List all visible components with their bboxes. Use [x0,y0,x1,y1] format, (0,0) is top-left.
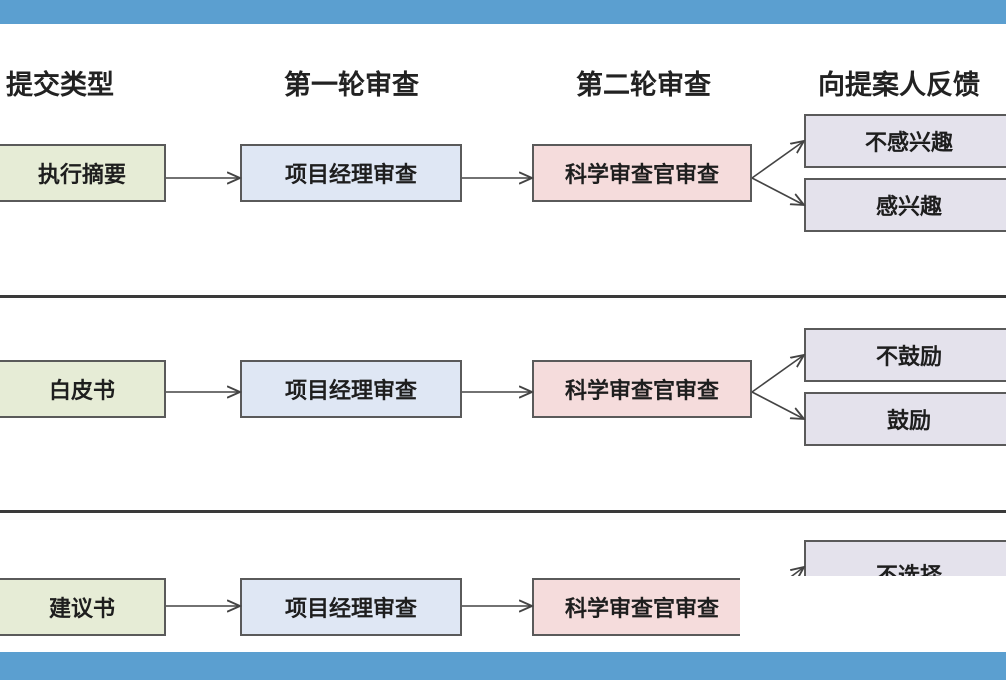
bottom-band [0,652,1006,680]
second-review-box-3: 科学审查官审查 [532,578,752,636]
submission-box-white-paper: 白皮书 [0,360,166,418]
outcome-box-interested: 感兴趣 [804,178,1006,232]
top-band [0,0,1006,24]
header-feedback: 向提案人反馈 [818,70,980,101]
arrow-r1-down [751,177,804,205]
arrow-r2-up [751,355,804,393]
outcome-box-not-encouraged: 不鼓励 [804,328,1006,382]
header-submission-type: 提交类型 [6,70,114,101]
arrow-r1-up [751,141,804,179]
first-review-box-3: 项目经理审查 [240,578,462,636]
outcome-box-not-interested: 不感兴趣 [804,114,1006,168]
submission-box-executive-summary: 执行摘要 [0,144,166,202]
arrow-r2-down [751,391,804,419]
first-review-box-1: 项目经理审查 [240,144,462,202]
occluding-panel [740,576,1006,652]
header-second-review: 第二轮审查 [576,70,711,101]
first-review-box-2: 项目经理审查 [240,360,462,418]
row-divider-2 [0,510,1006,513]
second-review-box-1: 科学审查官审查 [532,144,752,202]
second-review-box-2: 科学审查官审查 [532,360,752,418]
header-first-review: 第一轮审查 [284,70,419,101]
row-divider-1 [0,295,1006,298]
submission-box-proposal: 建议书 [0,578,166,636]
